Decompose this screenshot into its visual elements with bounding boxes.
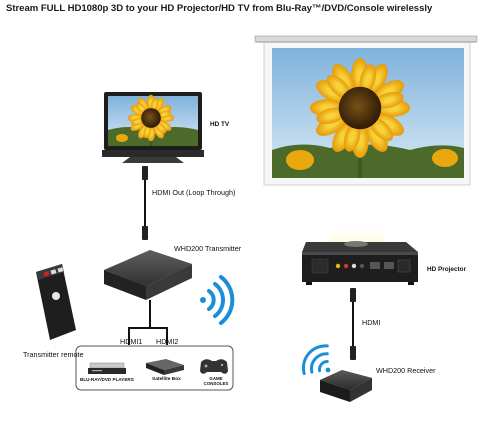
label-remote: Transmitter remote [23, 350, 84, 359]
label-consoles: GAME CONSOLES [203, 376, 229, 386]
hdmi-plug [142, 166, 148, 180]
satellite-box [146, 359, 184, 375]
wifi-icon [302, 344, 331, 376]
label-hdmi2: HDMI2 [156, 337, 179, 346]
hdmi-plug [350, 288, 356, 302]
hd-projector [302, 241, 418, 285]
receiver-box [320, 370, 372, 402]
label-satellite: Satellite Box [152, 377, 181, 382]
label-projector: HD Projector [427, 266, 467, 273]
wifi-icon [200, 275, 235, 325]
hd-tv [102, 92, 204, 163]
label-hdmi-out: HDMI Out (Loop Through) [152, 188, 236, 197]
label-hdmi1: HDMI1 [120, 337, 143, 346]
label-hd-tv: HD TV [210, 121, 230, 128]
label-players: BLU-RAY/DVD PLAYERS [80, 377, 134, 382]
remote-control [36, 264, 76, 340]
game-controller-icon [200, 359, 228, 374]
label-hdmi: HDMI [362, 318, 381, 327]
label-transmitter: WHD200 Transmitter [174, 244, 242, 253]
hdmi-plug [142, 226, 148, 240]
hdmi-plug [350, 346, 356, 360]
bluray-player [88, 362, 126, 374]
label-receiver: WHD200 Receiver [376, 366, 436, 375]
diagram-title: Stream FULL HD1080p 3D to your HD Projec… [6, 3, 433, 14]
projection-screen [254, 35, 478, 186]
transmitter-box [104, 250, 192, 300]
